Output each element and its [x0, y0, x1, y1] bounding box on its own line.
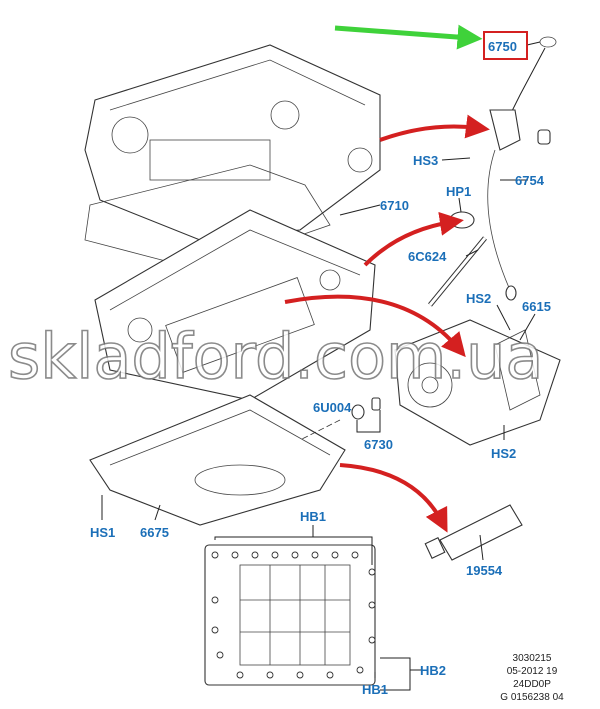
green-arrow — [334, 24, 483, 50]
label-6c624[interactable]: 6C624 — [408, 249, 447, 264]
reference-line: G 0156238 04 — [500, 692, 564, 703]
label-hs2-top[interactable]: HS2 — [466, 291, 491, 306]
reference-line: 3030215 — [513, 653, 552, 664]
reference-code: 3030215 05-2012 19 24DD0P G 0156238 04 — [500, 653, 564, 703]
drain-plug — [299, 397, 381, 441]
reference-line: 05-2012 19 — [507, 666, 558, 677]
label-6754[interactable]: 6754 — [515, 173, 545, 188]
label-6730[interactable]: 6730 — [364, 437, 393, 452]
lower-crankcase — [94, 209, 376, 401]
highlight-box — [483, 31, 528, 60]
label-6615[interactable]: 6615 — [522, 299, 551, 314]
label-hs1[interactable]: HS1 — [90, 525, 115, 540]
label-hb2[interactable]: HB2 — [420, 663, 446, 678]
oil-pan — [89, 394, 346, 526]
callout-arrows — [284, 24, 490, 533]
oil-pump — [394, 319, 561, 446]
label-hb1-bottom[interactable]: HB1 — [362, 682, 388, 697]
label-19554[interactable]: 19554 — [466, 563, 503, 578]
label-hb1-top[interactable]: HB1 — [300, 509, 326, 524]
sealant-tube — [424, 504, 523, 561]
label-hs3[interactable]: HS3 — [413, 153, 438, 168]
red-arrow — [379, 114, 490, 142]
label-6675[interactable]: 6675 — [140, 525, 169, 540]
label-6u004[interactable]: 6U004 — [313, 400, 352, 415]
red-arrow — [339, 463, 448, 533]
red-arrow — [363, 211, 464, 267]
label-6710[interactable]: 6710 — [380, 198, 409, 213]
label-hs2-bottom[interactable]: HS2 — [491, 446, 516, 461]
leader-lines — [101, 41, 541, 561]
part-labels: 6750 HS3 6754 HP1 6710 6C624 HS2 6615 6U… — [90, 39, 551, 697]
label-6750[interactable]: 6750 — [488, 39, 517, 54]
dipstick-assembly — [487, 36, 557, 301]
label-hp1[interactable]: HP1 — [446, 184, 471, 199]
gasket — [84, 164, 331, 271]
reference-line: 24DD0P — [513, 679, 551, 690]
red-arrow — [284, 294, 466, 358]
engine-block — [84, 44, 381, 241]
watermark: skladford.com.ua — [8, 320, 543, 393]
bolt-tightening-diagram — [204, 525, 428, 691]
